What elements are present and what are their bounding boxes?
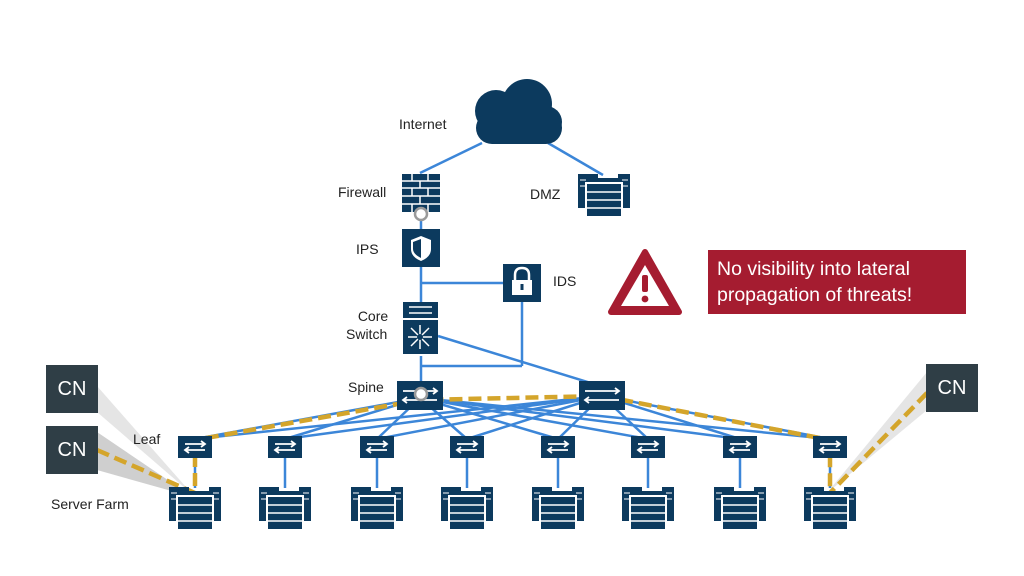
alert-line-2: propagation of threats! <box>717 284 913 306</box>
cn-spotlight-top-left <box>97 386 193 495</box>
server-stack-icon <box>258 486 312 531</box>
cloud-icon <box>475 79 562 144</box>
spine-switch-2 <box>579 381 625 410</box>
label-core-switch-line1: Core <box>357 308 389 324</box>
tap-point-spine <box>413 386 429 402</box>
server-stack-icon <box>168 486 222 531</box>
leaf-switches <box>177 435 848 459</box>
server-stack-icon <box>350 486 404 531</box>
switch-icon <box>403 302 438 354</box>
server-stack-icon <box>621 486 675 531</box>
leaf-switch <box>449 435 485 459</box>
label-dmz: DMZ <box>530 186 561 202</box>
link-internet-dmz <box>547 141 604 177</box>
link-core-spine2 <box>437 334 595 386</box>
server-stack-icon <box>713 486 767 531</box>
spine-leaf-links <box>194 394 831 441</box>
tap-point-firewall <box>413 206 429 222</box>
padlock-icon <box>503 264 541 302</box>
label-ids: IDS <box>553 273 577 289</box>
leaf-switch <box>722 435 758 459</box>
cn-badge-top-left: CN <box>46 365 98 413</box>
leaf-server-links <box>193 457 832 488</box>
alert-line-1: No visibility into lateral <box>717 258 910 280</box>
label-firewall: Firewall <box>338 184 387 200</box>
leaf-switch <box>812 435 848 459</box>
label-ips: IPS <box>356 241 379 257</box>
server-stack-icon <box>803 486 857 531</box>
leaf-switch <box>630 435 666 459</box>
warning-triangle-icon <box>608 249 682 315</box>
cn-badge-bottom-left: CN <box>46 426 98 474</box>
link-internet-firewall <box>419 141 483 175</box>
alert-callout: No visibility into lateral propagation o… <box>708 250 966 314</box>
cn-spotlight-right <box>826 372 927 494</box>
shield-icon <box>402 229 440 267</box>
label-server-farm: Server Farm <box>51 496 129 512</box>
leaf-switch <box>359 435 395 459</box>
label-internet: Internet <box>399 116 447 132</box>
server-stack-icon <box>577 173 631 218</box>
leaf-switch <box>267 435 303 459</box>
label-leaf: Leaf <box>133 431 161 447</box>
server-farm <box>168 486 857 531</box>
server-stack-icon <box>440 486 494 531</box>
label-spine: Spine <box>348 379 384 395</box>
label-core-switch-line2: Switch <box>346 326 388 342</box>
cn-badge-right: CN <box>926 364 978 412</box>
brick-wall-icon <box>402 174 440 212</box>
server-stack-icon <box>531 486 585 531</box>
leaf-switch <box>177 435 213 459</box>
leaf-switch <box>540 435 576 459</box>
